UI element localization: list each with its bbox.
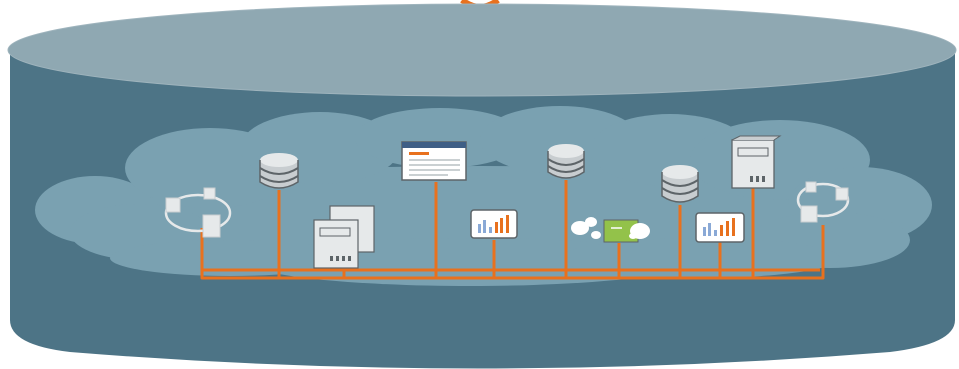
chat-collaboration-icon — [571, 217, 650, 243]
orange-connector-network — [200, 180, 825, 280]
database-right-icon — [661, 165, 699, 203]
server-tower-icon — [731, 135, 782, 189]
cluster-ring-left-icon — [164, 187, 232, 238]
server-stack-icon — [313, 205, 375, 269]
chart-tablet-right-icon — [695, 212, 745, 243]
database-center-icon — [547, 144, 585, 179]
cylinder-top — [7, 3, 957, 97]
cluster-ring-right-icon — [796, 181, 850, 223]
cloud — [35, 106, 932, 286]
web-page-icon — [401, 141, 467, 181]
chart-tablet-center-icon — [470, 209, 518, 239]
database-left-icon — [259, 153, 299, 189]
